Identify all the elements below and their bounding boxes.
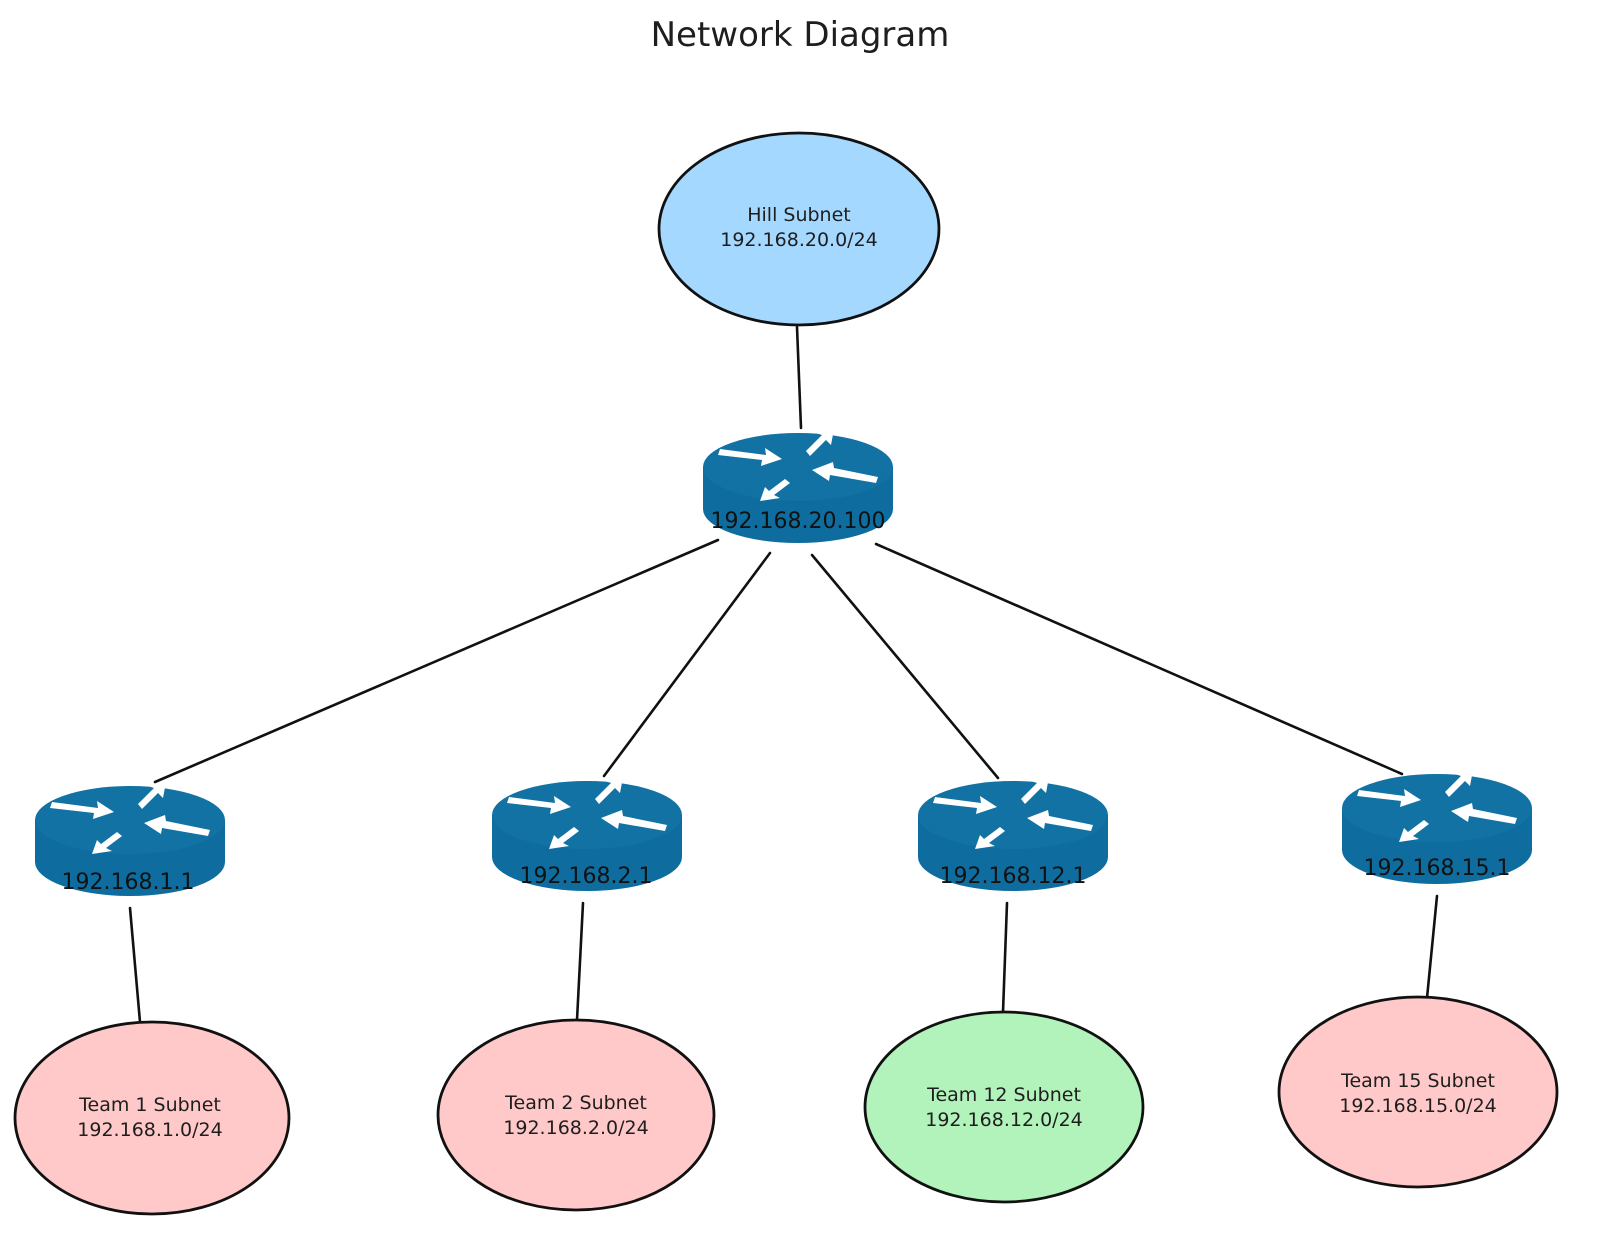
router-team-12-ip: 192.168.12.1: [940, 864, 1087, 889]
diagram-title: Network Diagram: [651, 15, 950, 55]
team-12-subnet-cidr: 192.168.12.0/24: [925, 1109, 1083, 1131]
team-15-subnet-ellipse: [1277, 995, 1559, 1189]
team-12-subnet-name: Team 12 Subnet: [926, 1084, 1081, 1106]
core-router[interactable]: 192.168.20.100: [703, 429, 893, 543]
router-team-12[interactable]: 192.168.12.1: [918, 777, 1108, 891]
team-1-subnet-node[interactable]: Team 1 Subnet 192.168.1.0/24: [13, 1020, 291, 1216]
hill-subnet-cidr: 192.168.20.0/24: [720, 229, 878, 251]
core-router-ip: 192.168.20.100: [711, 509, 886, 534]
team-15-subnet-node[interactable]: Team 15 Subnet 192.168.15.0/24: [1277, 995, 1559, 1189]
router-team-15-ip: 192.168.15.1: [1364, 856, 1511, 881]
link-router2-team2: [575, 901, 585, 1022]
team-12-subnet-ellipse: [863, 1010, 1145, 1204]
link-core-team15: [874, 542, 1404, 776]
link-core-team12: [810, 553, 1000, 780]
router-team-1-ip: 192.168.1.1: [62, 870, 195, 895]
link-core-team1: [153, 538, 720, 784]
router-team-2[interactable]: 192.168.2.1: [492, 777, 682, 891]
router-team-1[interactable]: 192.168.1.1: [35, 782, 225, 896]
router-team-2-ip: 192.168.2.1: [520, 864, 653, 889]
link-hill-core: [795, 325, 803, 430]
team-2-subnet-node[interactable]: Team 2 Subnet 192.168.2.0/24: [436, 1018, 716, 1212]
link-router1-team1: [128, 906, 142, 1024]
team-1-subnet-cidr: 192.168.1.0/24: [77, 1119, 222, 1141]
hill-subnet-node[interactable]: Hill Subnet 192.168.20.0/24: [657, 131, 941, 327]
team-2-subnet-cidr: 192.168.2.0/24: [503, 1117, 648, 1139]
team-1-subnet-ellipse: [13, 1020, 291, 1216]
hill-subnet-ellipse: [657, 131, 941, 327]
team-12-subnet-node[interactable]: Team 12 Subnet 192.168.12.0/24: [863, 1010, 1145, 1204]
link-core-team2: [602, 551, 772, 778]
router-team-15[interactable]: 192.168.15.1: [1342, 770, 1532, 884]
links: [128, 325, 1439, 1024]
team-2-subnet-ellipse: [436, 1018, 716, 1212]
hill-subnet-name: Hill Subnet: [747, 204, 851, 226]
team-15-subnet-name: Team 15 Subnet: [1340, 1070, 1495, 1092]
team-15-subnet-cidr: 192.168.15.0/24: [1339, 1095, 1497, 1117]
link-router15-team15: [1425, 894, 1439, 1000]
link-router12-team12: [1001, 901, 1009, 1014]
team-1-subnet-name: Team 1 Subnet: [78, 1094, 221, 1116]
team-2-subnet-name: Team 2 Subnet: [504, 1092, 647, 1114]
